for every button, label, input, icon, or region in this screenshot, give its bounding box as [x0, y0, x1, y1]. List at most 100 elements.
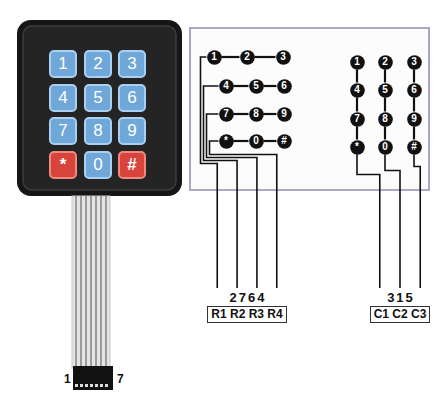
key-label: 5 — [93, 88, 102, 108]
key-link — [413, 127, 415, 140]
key-label: * — [60, 155, 67, 175]
wire — [414, 155, 420, 289]
connector-pin — [80, 384, 83, 387]
keypad-body — [17, 20, 182, 196]
key-link — [384, 127, 386, 140]
wire — [385, 155, 400, 289]
key-label: 6 — [127, 88, 136, 108]
key-symbol: 5 — [249, 79, 264, 94]
key-symbol: 8 — [249, 107, 264, 122]
key-link — [384, 70, 386, 83]
key-symbol: 4 — [219, 79, 234, 94]
key-symbol: 3 — [407, 55, 422, 70]
connector-pin — [100, 384, 103, 387]
key-label: 0 — [93, 155, 102, 175]
ribbon-traces — [76, 196, 106, 368]
key-label: 3 — [411, 57, 417, 67]
connector — [73, 366, 113, 390]
key-label: 1 — [354, 57, 360, 67]
ribbon-trace — [105, 196, 107, 368]
ribbon-trace — [95, 196, 97, 368]
connector-pin — [95, 384, 98, 387]
key-label: 1 — [211, 52, 217, 62]
key-symbol: 5 — [378, 83, 393, 98]
key-symbol: 9 — [407, 112, 422, 127]
key-label: 3 — [280, 52, 286, 62]
key-label: # — [281, 136, 287, 146]
pin-number: 1 — [64, 372, 71, 386]
key-label: 4 — [58, 88, 67, 108]
key-symbol: 8 — [378, 112, 393, 127]
keypad-key: 5 — [84, 84, 112, 112]
pin-names: C1 C2 C3 — [370, 306, 431, 323]
key-label: 8 — [93, 121, 102, 141]
key-link — [234, 140, 249, 142]
key-label: 8 — [382, 114, 388, 124]
keypad-key: 7 — [49, 117, 77, 145]
key-symbol: # — [277, 134, 292, 149]
key-link — [413, 98, 415, 112]
key-label: 9 — [127, 121, 136, 141]
key-symbol: 0 — [249, 134, 264, 149]
keypad-key: 8 — [84, 117, 112, 145]
key-link — [413, 70, 415, 83]
keypad-key: 4 — [49, 84, 77, 112]
key-label: 2 — [93, 54, 102, 74]
keypad-face — [23, 26, 176, 190]
key-link — [264, 85, 277, 87]
pin-group: 315C1 C2 C3 — [370, 290, 431, 323]
pin-names: R1 R2 R3 R4 — [207, 306, 286, 323]
key-symbol: 3 — [276, 50, 291, 65]
key-label: 3 — [127, 54, 136, 74]
ribbon-trace — [85, 196, 87, 368]
ribbon-trace — [90, 196, 92, 368]
connector-pin — [105, 384, 108, 387]
keypad-key: 6 — [118, 84, 146, 112]
keypad-key: * — [49, 151, 77, 179]
key-label: 2 — [244, 52, 250, 62]
key-symbol: 1 — [350, 55, 365, 70]
pin-group: 2764R1 R2 R3 R4 — [207, 290, 286, 323]
key-symbol: 0 — [378, 140, 393, 155]
key-link — [222, 56, 240, 58]
pin-numbers: 315 — [370, 290, 431, 305]
key-link — [264, 140, 277, 142]
key-label: # — [411, 142, 417, 152]
key-link — [356, 70, 358, 83]
key-label: 5 — [253, 81, 259, 91]
key-label: 1 — [58, 54, 67, 74]
connector-pin — [90, 384, 93, 387]
keypad-key: 9 — [118, 117, 146, 145]
connector-pin — [75, 384, 78, 387]
wire — [357, 155, 380, 289]
key-label: * — [355, 142, 359, 152]
key-link — [384, 98, 386, 112]
key-symbol: 7 — [350, 112, 365, 127]
connector-pin — [85, 384, 88, 387]
key-label: 7 — [223, 109, 229, 119]
key-label: 9 — [411, 114, 417, 124]
keypad-key: 3 — [118, 50, 146, 78]
key-symbol: 7 — [219, 107, 234, 122]
keypad-key: # — [118, 151, 146, 179]
key-symbol: * — [350, 140, 365, 155]
key-symbol: 1 — [207, 50, 222, 65]
ribbon-trace — [100, 196, 102, 368]
key-link — [264, 113, 277, 115]
key-label: * — [224, 136, 228, 146]
key-label: # — [127, 155, 136, 175]
key-link — [234, 113, 249, 115]
key-label: 0 — [253, 136, 259, 146]
key-link — [234, 85, 249, 87]
key-symbol: * — [219, 134, 234, 149]
key-label: 7 — [58, 121, 67, 141]
keypad-key: 1 — [49, 50, 77, 78]
key-label: 9 — [281, 109, 287, 119]
wire — [204, 86, 238, 288]
ribbon-trace — [75, 196, 77, 368]
key-symbol: 2 — [240, 50, 255, 65]
key-label: 2 — [382, 57, 388, 67]
key-label: 8 — [253, 109, 259, 119]
key-symbol: 4 — [350, 83, 365, 98]
key-label: 4 — [354, 85, 360, 95]
